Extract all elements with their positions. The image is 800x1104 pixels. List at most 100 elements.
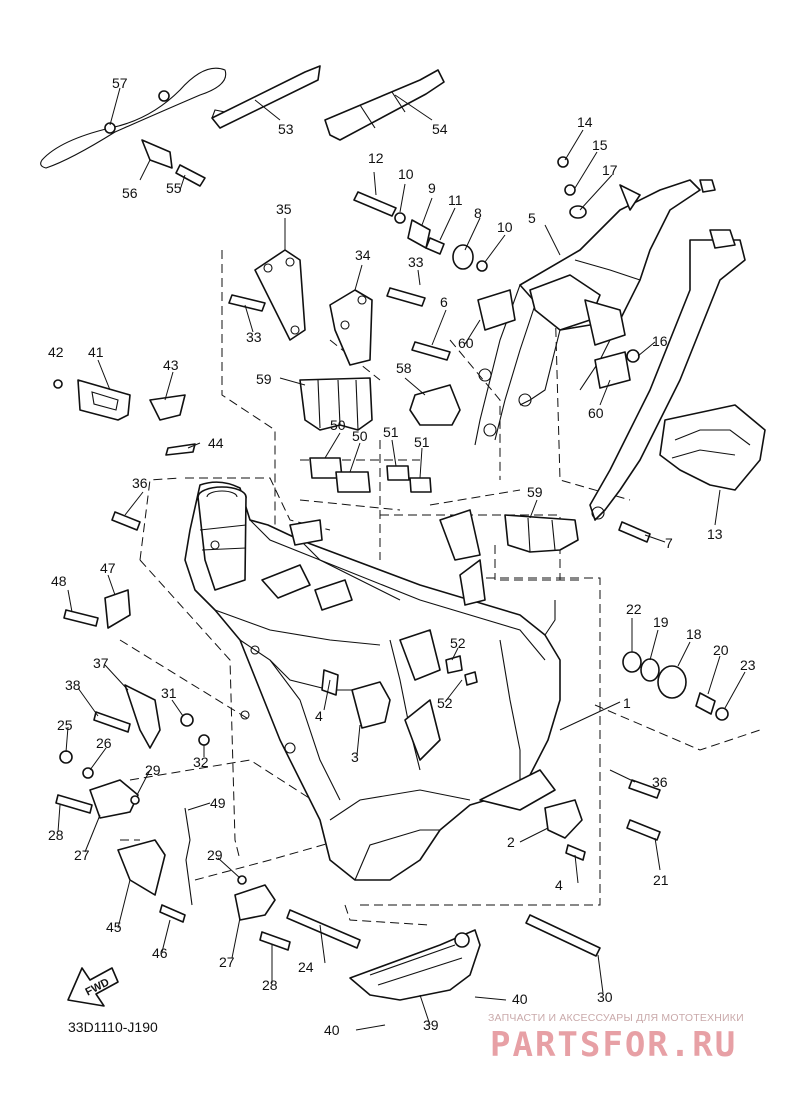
callout-59b: 59 (527, 484, 543, 500)
callout-26: 26 (96, 735, 112, 751)
callout-15: 15 (592, 137, 608, 153)
bearing-parts (622, 651, 729, 721)
main-frame (184, 481, 561, 881)
small-parts-top (353, 156, 640, 363)
wrench-53 (211, 65, 321, 129)
callout-7: 7 (665, 535, 673, 551)
callout-12: 12 (368, 150, 384, 166)
callout-14: 14 (577, 114, 593, 130)
callout-4b: 4 (555, 877, 563, 893)
callout-39: 39 (423, 1017, 439, 1033)
callout-30: 30 (597, 989, 613, 1005)
callout-25: 25 (57, 717, 73, 733)
watermark-tagline: ЗАПЧАСТИ И АКСЕССУАРЫ ДЛЯ МОТОТЕХНИКИ (488, 1012, 744, 1024)
callout-49: 49 (210, 795, 226, 811)
part-41-group (53, 379, 196, 456)
damper-59b (504, 514, 579, 553)
cable-57 (40, 67, 227, 169)
callout-2: 2 (507, 834, 515, 850)
callout-27a: 27 (74, 847, 90, 863)
frame-brackets (261, 509, 486, 761)
callout-60b: 60 (588, 405, 604, 421)
callout-53: 53 (278, 121, 294, 137)
callout-58: 58 (396, 360, 412, 376)
callout-52a: 52 (450, 635, 466, 651)
callout-46: 46 (152, 945, 168, 961)
callout-33b: 33 (246, 329, 262, 345)
callout-42: 42 (48, 344, 64, 360)
callout-51a: 51 (383, 424, 399, 440)
callout-50b: 50 (352, 428, 368, 444)
leader-lines (57, 87, 746, 1031)
callout-37: 37 (93, 655, 109, 671)
callout-47: 47 (100, 560, 116, 576)
callout-59a: 59 (256, 371, 272, 387)
callout-38: 38 (65, 677, 81, 693)
callout-50a: 50 (330, 417, 346, 433)
diagram-code: 33D1110-J190 (68, 1019, 158, 1035)
callout-32: 32 (193, 754, 209, 770)
callout-10b: 10 (497, 219, 513, 235)
callout-36a: 36 (132, 475, 148, 491)
callout-36b: 36 (652, 774, 668, 790)
callout-16: 16 (652, 333, 668, 349)
skid-plate-39 (349, 929, 481, 1001)
callout-41: 41 (88, 344, 104, 360)
callout-17: 17 (602, 162, 618, 178)
part-47-group (63, 589, 131, 629)
watermark-logo: PARTSFOR.RU (490, 1025, 737, 1065)
callout-24: 24 (298, 959, 314, 975)
callout-20: 20 (713, 642, 729, 658)
callout-22: 22 (626, 601, 642, 617)
rear-guard-13 (659, 404, 766, 491)
callout-21: 21 (653, 872, 669, 888)
callout-51b: 51 (414, 434, 430, 450)
callout-27b: 27 (219, 954, 235, 970)
part-37-group (59, 684, 210, 779)
callout-5: 5 (528, 210, 536, 226)
callout-8: 8 (474, 205, 482, 221)
parts-55-56 (141, 139, 206, 187)
callout-18: 18 (686, 626, 702, 642)
callout-60a: 60 (458, 335, 474, 351)
part-27-group (55, 779, 291, 951)
callout-3: 3 (351, 749, 359, 765)
callout-57: 57 (112, 75, 128, 91)
part-60 (477, 289, 631, 389)
callout-43: 43 (163, 357, 179, 373)
callout-10a: 10 (398, 166, 414, 182)
callout-56: 56 (122, 185, 138, 201)
fwd-arrow-icon: FWD (67, 967, 119, 1007)
callout-28a: 28 (48, 827, 64, 843)
callout-13: 13 (707, 526, 723, 542)
callout-29b: 29 (207, 847, 223, 863)
callout-33a: 33 (408, 254, 424, 270)
callout-44: 44 (208, 435, 224, 451)
callout-45: 45 (106, 919, 122, 935)
callout-9: 9 (428, 180, 436, 196)
callout-54: 54 (432, 121, 448, 137)
callout-23: 23 (740, 657, 756, 673)
long-bolts (111, 511, 661, 957)
parts-2-3-4 (321, 669, 586, 861)
callout-11: 11 (448, 192, 463, 208)
part-45-group (117, 807, 193, 923)
brackets-35-34 (228, 249, 451, 366)
callout-31: 31 (161, 685, 177, 701)
callout-29a: 29 (145, 762, 161, 778)
damper-59a (299, 377, 373, 431)
callout-40a: 40 (512, 991, 528, 1007)
labels-50-51 (309, 457, 432, 493)
callout-35: 35 (276, 201, 292, 217)
callout-19: 19 (653, 614, 669, 630)
callout-6: 6 (440, 294, 448, 310)
callout-48: 48 (51, 573, 67, 589)
callout-1: 1 (623, 695, 631, 711)
callout-4a: 4 (315, 708, 323, 724)
callout-34: 34 (355, 247, 371, 263)
callout-28b: 28 (262, 977, 278, 993)
tool-54 (324, 69, 445, 141)
part-58 (409, 384, 461, 426)
